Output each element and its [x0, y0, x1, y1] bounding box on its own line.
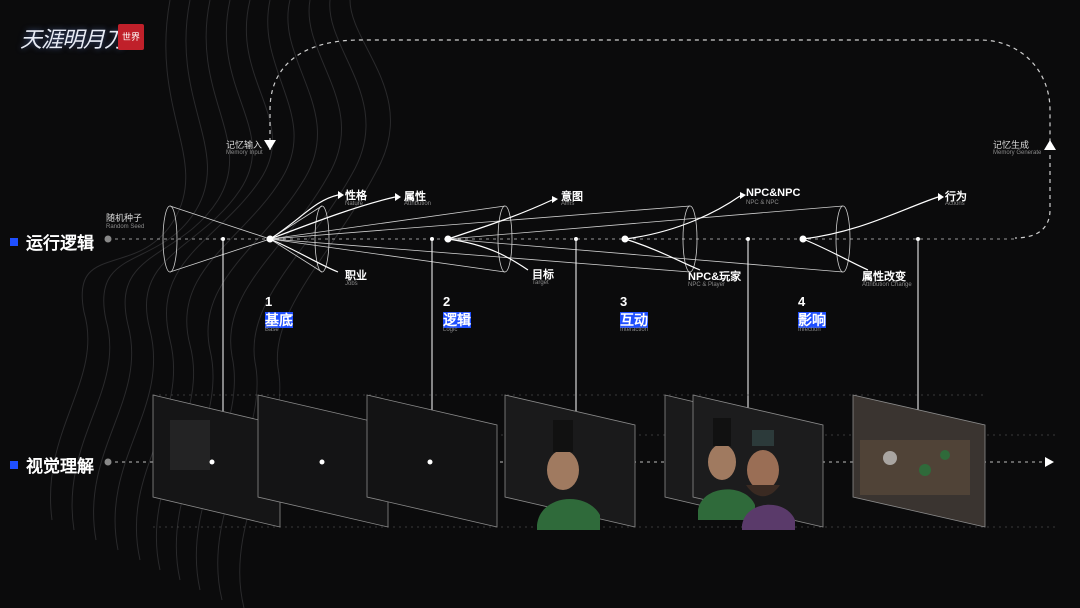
stage-2-number: 2	[443, 294, 451, 309]
branch-arrowheads	[338, 191, 944, 203]
logic-axis-start	[104, 235, 112, 243]
attr-attribution-change-en: Attribution Change	[862, 282, 912, 288]
attr-nature: 性格	[345, 190, 367, 202]
logic-row-label: 运行逻辑	[26, 234, 94, 253]
attr-attribution-change: 属性改变	[862, 271, 906, 283]
vertical-connectors	[222, 239, 919, 414]
attr-npc-npc-en: NPC & NPC	[746, 200, 779, 206]
contour-lines	[50, 0, 391, 608]
visual-row-label: 视觉理解	[26, 457, 94, 476]
character-green-2	[698, 418, 755, 520]
stage-2-en: Logic	[443, 327, 458, 333]
seed-label-en: Random Seed	[106, 224, 145, 230]
attr-nature-en: Nature	[345, 201, 364, 207]
stage-1-title: 基底	[265, 310, 293, 330]
logo-seal: 世界	[118, 24, 144, 50]
attr-aims-en: Aims	[561, 201, 575, 207]
stage-4-label: 影响	[798, 312, 826, 328]
memory-generate-arrow	[1044, 140, 1056, 150]
memory-generate-label-en: Memory Generate	[993, 150, 1042, 156]
attr-jobs-en: Jobs	[345, 281, 358, 287]
character-bearded	[742, 430, 795, 530]
stage-1-en: Base	[265, 327, 279, 333]
seed-label: 随机种子	[106, 213, 143, 223]
stage-2-label: 逻辑	[443, 312, 471, 328]
memory-input-arrow	[264, 140, 276, 150]
frame-1	[152, 394, 281, 528]
attr-jobs: 职业	[345, 270, 367, 282]
visual-axis-start	[104, 458, 112, 466]
game-logo: 天涯明月刀 世界	[20, 18, 144, 62]
frame-content	[170, 418, 970, 530]
stage-4-title: 影响	[798, 310, 826, 330]
stage-3-label: 互动	[620, 312, 648, 328]
attr-actions-en: Actions	[945, 201, 965, 207]
sketch-texture-1	[170, 420, 210, 470]
attr-attribution-en: Attribution	[404, 201, 432, 207]
cones	[162, 205, 851, 273]
attr-npc-player-en: NPC & Player	[688, 282, 726, 288]
memory-loop-top	[269, 39, 1051, 150]
attr-npc-npc: NPC&NPC	[746, 187, 801, 199]
visual-axis-arrow	[1045, 457, 1054, 467]
stage-3-title: 互动	[620, 310, 648, 330]
accent-square	[10, 460, 18, 469]
branch-arrows	[269, 194, 939, 273]
character-green-1	[537, 420, 600, 530]
stage-1-number: 1	[265, 294, 273, 309]
visual-row-title: 视觉理解	[10, 452, 94, 477]
stage-4-en: Infection	[798, 327, 821, 333]
attr-attribution: 属性	[404, 191, 426, 203]
scene-tavern	[860, 440, 970, 495]
stage-3-en: Interaction	[620, 327, 649, 333]
attr-aims: 意图	[561, 191, 583, 203]
attr-target: 目标	[532, 269, 554, 281]
stage-4-number: 4	[798, 294, 806, 309]
memory-input-label-en: Memory Input	[226, 150, 263, 156]
stage-2-title: 逻辑	[443, 310, 471, 330]
logic-nodes	[266, 235, 807, 243]
accent-square	[10, 237, 18, 246]
logic-row-title: 运行逻辑	[10, 229, 94, 254]
logo-text: 天涯明月刀	[20, 28, 126, 53]
attr-actions: 行为	[945, 191, 967, 203]
visual-nodes	[209, 459, 433, 465]
attr-target-en: Target	[532, 280, 549, 286]
attr-npc-player: NPC&玩家	[688, 271, 742, 283]
stage-3-number: 3	[620, 294, 628, 309]
memory-loop-right	[1014, 155, 1051, 239]
stage-1-label: 基底	[265, 312, 293, 328]
memory-generate-label: 记忆生成	[993, 140, 1030, 150]
memory-input-label: 记忆输入	[226, 140, 263, 150]
